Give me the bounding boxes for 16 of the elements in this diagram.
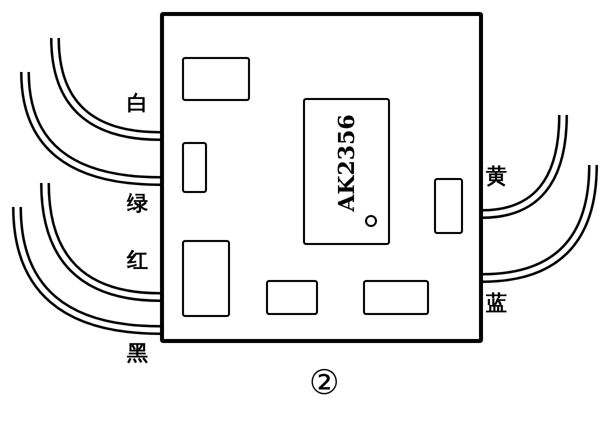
- wire-label: 黄: [486, 166, 507, 187]
- component-box: [266, 280, 318, 315]
- chip: [303, 98, 390, 245]
- wire-label: 白: [127, 93, 148, 114]
- component-box: [182, 142, 207, 193]
- figure-number: ②: [309, 366, 340, 400]
- wire-label: 绿: [127, 193, 148, 214]
- circuit-board: [160, 12, 483, 343]
- component-box: [363, 280, 429, 315]
- wire-label: 红: [127, 250, 148, 271]
- part-number: AK2356: [334, 114, 360, 212]
- component-box: [434, 178, 463, 234]
- component-box: [182, 57, 250, 101]
- wire-label: 黑: [127, 343, 148, 364]
- wire-label: 蓝: [486, 293, 507, 314]
- component-box: [182, 240, 230, 317]
